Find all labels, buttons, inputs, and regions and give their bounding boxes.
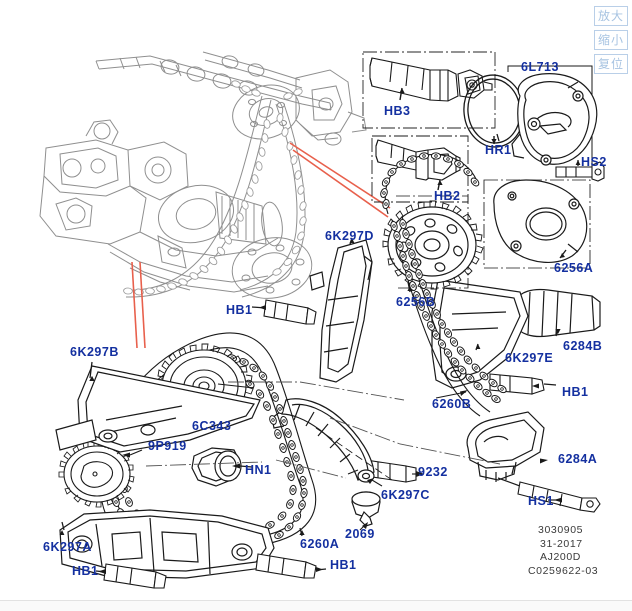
zoom-controls: 放大 缩小 复位 [594, 6, 628, 74]
callout-label: 6256B [396, 295, 436, 309]
reference-line-2: 31-2017 [540, 537, 583, 550]
group-6k297a [59, 509, 275, 579]
callout-label: HS2 [581, 155, 607, 169]
callout-label: HN1 [245, 463, 272, 477]
group-hb1-bottomleft [95, 563, 167, 589]
callout-label: 6256A [554, 261, 594, 275]
callout-label: 6260A [300, 537, 340, 551]
group-6284a [466, 411, 548, 495]
callout-label: 6C343 [192, 419, 232, 433]
callout-label: HB1 [72, 564, 99, 578]
zoom-out-button[interactable]: 缩小 [594, 30, 628, 50]
callout-label: 6260B [432, 397, 472, 411]
callout-label: 6K297A [43, 540, 92, 554]
callout-label: 6K297C [381, 488, 430, 502]
callout-label: HB1 [330, 558, 357, 572]
callout-pointer-lines [131, 142, 391, 349]
callout-label: HB1 [562, 385, 589, 399]
callout-label: 6K297E [505, 351, 554, 365]
group-hb1-bottomcenter [255, 553, 327, 579]
group-6256b [382, 195, 484, 293]
group-6256a [483, 179, 591, 269]
engine-context-illustration [39, 51, 367, 299]
reference-line-3: AJ200D [540, 551, 581, 563]
callout-label: HR1 [485, 143, 512, 157]
callout-label: HB2 [434, 189, 461, 203]
callout-label: 6K297D [325, 229, 374, 243]
reference-line-4: C0259622-03 [528, 564, 599, 577]
group-6k297b [55, 361, 261, 453]
group-6k297c [271, 398, 393, 487]
group-9232 [365, 459, 424, 483]
callout-label: HB3 [384, 104, 411, 118]
group-hs2 [555, 160, 605, 182]
reference-line-1: 3030905 [538, 524, 584, 536]
zoom-in-button[interactable]: 放大 [594, 6, 628, 26]
group-hn1 [191, 447, 253, 487]
reset-view-button[interactable]: 复位 [594, 54, 628, 74]
callout-label: 2069 [345, 527, 375, 541]
group-hb3 [362, 51, 496, 129]
callout-label: 9P919 [148, 439, 187, 453]
callout-label: 6284B [563, 339, 603, 353]
group-hb1-mid [251, 299, 317, 325]
group-6l713 [507, 65, 598, 175]
callout-label: 6284A [558, 452, 598, 466]
construction-lines [145, 381, 501, 479]
callout-label: 9232 [418, 465, 448, 479]
group-6k297d [309, 237, 373, 383]
footer-divider [0, 600, 632, 611]
callout-label: 6K297B [70, 345, 119, 359]
callout-label: 6L713 [521, 60, 559, 74]
group-hs1 [517, 481, 601, 513]
callout-label: HS1 [528, 494, 554, 508]
group-2069 [351, 491, 381, 531]
drawing-reference-block: 3030905 31-2017 AJ200D C0259622-03 [528, 524, 598, 578]
callout-label: HB1 [226, 303, 253, 317]
group-6260b-chain [379, 152, 509, 417]
